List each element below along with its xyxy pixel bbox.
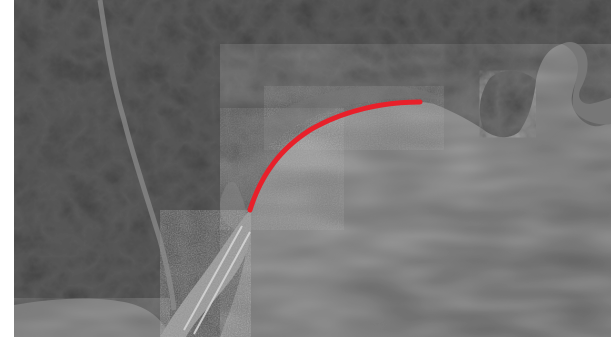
airport-peninsula: [160, 210, 251, 337]
coastline-route-highlight[interactable]: [247, 99, 423, 213]
urban-area: [220, 108, 344, 230]
satellite-map[interactable]: [14, 0, 611, 337]
airport-runways: [183, 225, 251, 335]
sea-inlet: [562, 42, 611, 125]
sea-bay: [220, 44, 611, 337]
sea-cove: [14, 298, 170, 337]
river-valley: [97, 0, 177, 311]
urban-area-north: [264, 86, 444, 150]
headland-cape: [479, 70, 536, 138]
